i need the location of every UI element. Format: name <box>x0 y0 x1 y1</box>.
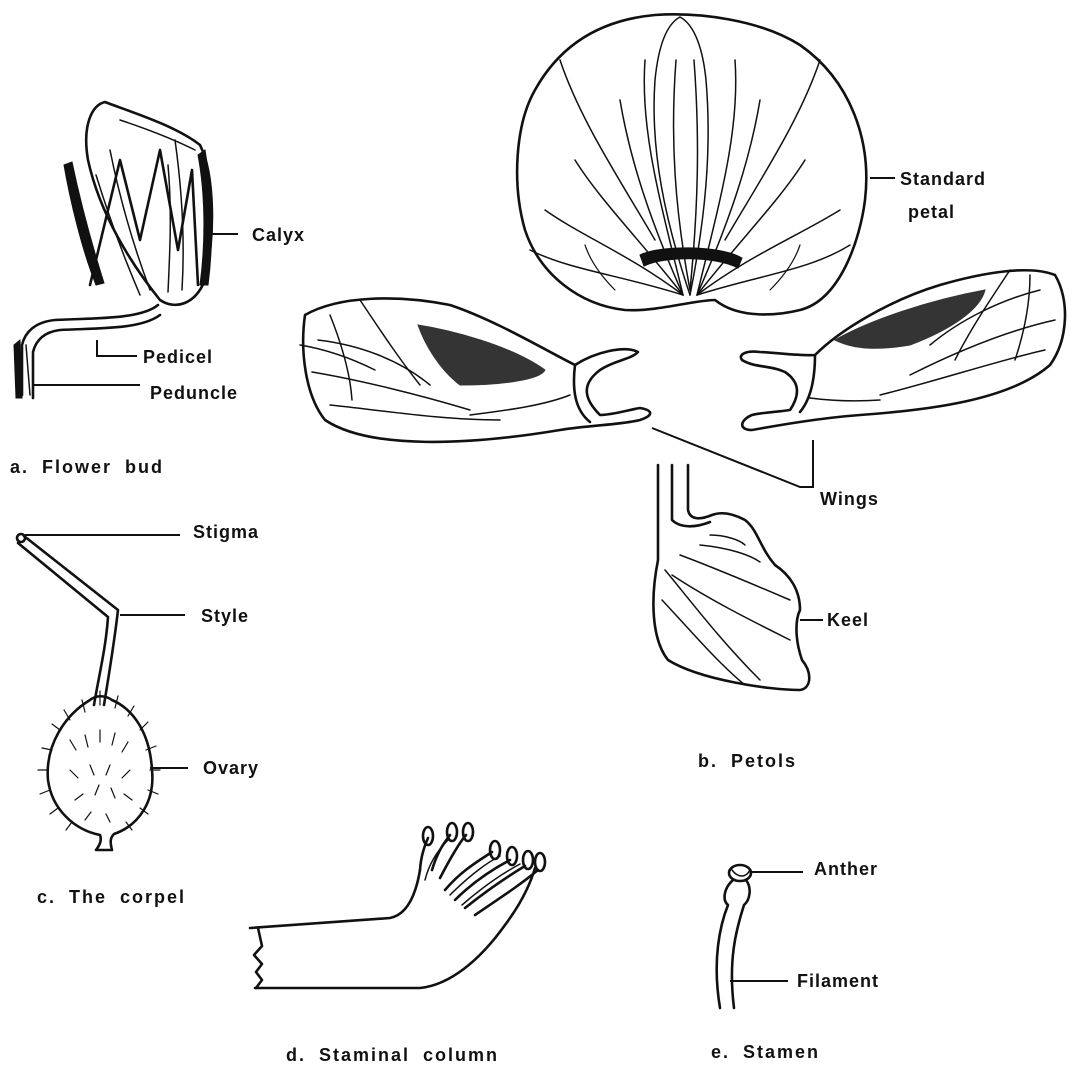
caption-petals: b. Petols <box>698 752 797 770</box>
style-label: Style <box>201 607 249 625</box>
caption-staminal-column: d. Staminal column <box>286 1046 499 1064</box>
filament-label: Filament <box>797 972 879 990</box>
wings-leader <box>652 428 813 487</box>
peduncle-label: Peduncle <box>150 384 238 402</box>
standard-petal-label-line2: petal <box>908 203 955 221</box>
caption-carpel: c. The corpel <box>37 888 186 906</box>
carpel-drawing <box>17 534 160 850</box>
caption-flower-bud: a. Flower bud <box>10 458 164 476</box>
left-wing-drawing <box>300 298 650 441</box>
right-wing-drawing <box>741 270 1065 430</box>
anther-label: Anther <box>814 860 878 878</box>
standard-petal-label-line1: Standard <box>900 170 986 188</box>
stamen-drawing <box>717 865 751 1008</box>
keel-drawing <box>653 465 809 690</box>
caption-stamen: e. Stamen <box>711 1043 820 1061</box>
stigma-label: Stigma <box>193 523 259 541</box>
pedicel-label: Pedicel <box>143 348 213 366</box>
calyx-label: Calyx <box>252 226 305 244</box>
pedicel-leader <box>97 340 137 356</box>
ovary-label: Ovary <box>203 759 259 777</box>
staminal-column-drawing <box>250 823 545 988</box>
wings-label: Wings <box>820 490 879 508</box>
keel-label: Keel <box>827 611 869 629</box>
standard-petal-drawing <box>517 14 866 314</box>
